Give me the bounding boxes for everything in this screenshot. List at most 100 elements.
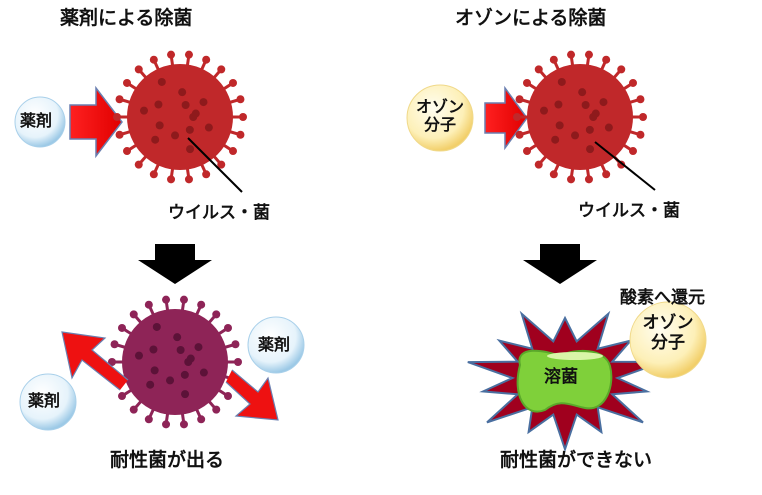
virus-spike-tip xyxy=(202,55,211,64)
virus-spot xyxy=(181,101,190,110)
drug-bubble xyxy=(14,96,66,148)
virus-spot xyxy=(157,77,166,86)
virus-spike-tip xyxy=(167,50,176,59)
virus-spike-tip xyxy=(144,415,153,424)
virus-spike-tip xyxy=(636,130,645,139)
virus-body xyxy=(127,64,233,170)
virus-spike-tip xyxy=(567,50,576,59)
virus-spike-tip xyxy=(149,55,158,64)
virus-spot xyxy=(599,98,608,107)
virus-spot xyxy=(539,106,548,115)
pointer-line xyxy=(187,137,243,193)
virus-spot xyxy=(152,322,161,331)
virus-spike-tip xyxy=(228,78,237,87)
virus-spot xyxy=(586,145,595,154)
virus-spike-tip xyxy=(212,405,221,414)
ozone-bubble xyxy=(406,84,474,152)
virus-spot xyxy=(134,351,143,360)
ozone-label-line1: オゾン xyxy=(415,97,464,116)
virus-spot xyxy=(199,98,208,107)
virus-spot xyxy=(149,345,158,354)
virus-spot xyxy=(199,368,208,377)
virus-spot xyxy=(173,333,182,342)
virus-spot xyxy=(571,131,580,140)
virus-spike-tip xyxy=(534,65,543,74)
virus-spot xyxy=(171,131,180,140)
virus-spot xyxy=(557,77,566,86)
pointer-line xyxy=(594,141,656,191)
virus-spike-tip xyxy=(239,113,247,121)
virus-spot xyxy=(578,88,587,97)
drug-label: 薬剤 xyxy=(28,391,61,410)
virus-spot xyxy=(555,121,564,130)
blob-highlight xyxy=(547,352,603,360)
drug-label: 薬剤 xyxy=(258,335,291,354)
virus-spike-tip xyxy=(202,170,211,179)
virus-spot xyxy=(185,125,194,134)
ozone-label-line2: 分子 xyxy=(651,332,685,353)
virus-body xyxy=(527,64,633,170)
drug-label: 薬剤 xyxy=(20,111,53,130)
left-caption: 耐性菌が出る xyxy=(110,449,225,471)
virus-spike-tip xyxy=(129,310,138,319)
virus-spike-tip xyxy=(217,65,226,74)
virus-spot xyxy=(186,145,195,154)
virus-spike-tip xyxy=(179,420,188,429)
virus-spike-tip xyxy=(223,392,232,401)
ozone-label-line1: オゾン xyxy=(642,313,694,333)
virus-spot xyxy=(146,380,155,389)
virus-spike-tip xyxy=(197,300,206,309)
virus-spike-tip xyxy=(636,95,645,104)
virus-spot xyxy=(204,123,213,132)
virus-spike-tip xyxy=(236,130,245,139)
virus-spot xyxy=(154,100,163,109)
virus-spike-tip xyxy=(115,130,124,139)
bounce-arrow-right xyxy=(225,369,279,421)
virus-spike-tip xyxy=(549,170,558,179)
virus-spike-tip xyxy=(110,340,119,349)
virus-spike-tip xyxy=(584,175,593,184)
red-arrow-right xyxy=(69,85,123,159)
ozone-label: オゾン 分子 xyxy=(412,97,468,135)
virus-spike-tip xyxy=(129,405,138,414)
virus-spike-tip xyxy=(628,147,637,156)
virus-spike-tip xyxy=(228,147,237,156)
resistant-virus-icon xyxy=(108,295,242,429)
bounce-arrow-left xyxy=(61,331,129,391)
virus-spike-tip xyxy=(197,415,206,424)
reduction-label: 酸素へ還元 xyxy=(620,288,705,308)
virus-spike-tip xyxy=(549,55,558,64)
virus-spike-tip xyxy=(162,295,171,304)
virus-spike-tip xyxy=(212,310,221,319)
virus-spike-tip xyxy=(602,55,611,64)
virus-spike-tip xyxy=(134,65,143,74)
virus-icon xyxy=(513,50,647,184)
virus-spike-tip xyxy=(134,160,143,169)
virus-spike-tip xyxy=(617,65,626,74)
virus-spike-tip xyxy=(217,160,226,169)
virus-spot xyxy=(591,109,600,118)
left-title: 薬剤による除菌 xyxy=(60,7,193,29)
ozone-label-line2: 分子 xyxy=(423,115,456,135)
virus-body xyxy=(122,309,228,415)
lysis-label: 溶菌 xyxy=(544,367,578,387)
virus-spot xyxy=(186,354,195,363)
virus-spike-tip xyxy=(567,175,576,184)
ozone-bubble xyxy=(629,301,707,379)
virus-spot xyxy=(180,370,189,379)
virus-spike-tip xyxy=(184,50,193,59)
virus-icon xyxy=(113,50,247,184)
drug-bubble xyxy=(19,373,77,431)
virus-spike-tip xyxy=(118,392,127,401)
virus-spike-tip xyxy=(113,113,121,121)
virus-spike-tip xyxy=(523,78,532,87)
virus-spike-tip xyxy=(144,300,153,309)
virus-spot xyxy=(551,135,560,144)
virus-spike-tip xyxy=(236,95,245,104)
virus-spike-tip xyxy=(639,113,647,121)
right-title: オゾンによる除菌 xyxy=(455,7,607,29)
virus-spike-tip xyxy=(123,78,132,87)
virus-spike-tip xyxy=(123,147,132,156)
virus-spike-tip xyxy=(118,323,127,332)
